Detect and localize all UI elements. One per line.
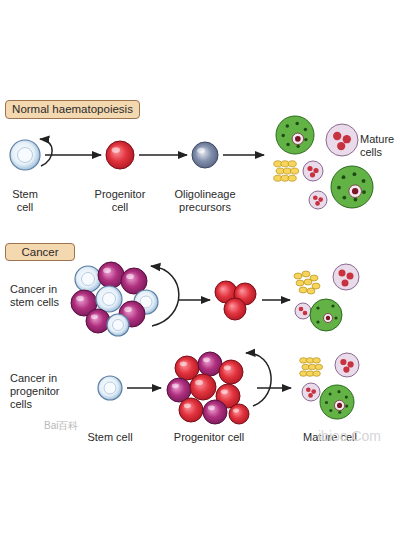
section-title: Cancer <box>21 246 58 259</box>
cell-label: Stem cell <box>5 188 45 214</box>
prog-cell <box>106 141 134 169</box>
green-cell <box>276 116 314 154</box>
green-cell <box>320 385 354 419</box>
stem-cell: Stem cell <box>9 139 41 171</box>
arrow-connector <box>127 387 161 389</box>
cell-shape <box>97 375 123 401</box>
self-renewal-arrow <box>40 139 52 166</box>
watermark: Bai百科 <box>44 420 104 432</box>
cell-label: Mature cells <box>360 133 400 159</box>
mature-cluster <box>294 264 359 331</box>
flow-arrow <box>262 299 290 301</box>
oligo-cell <box>192 142 218 168</box>
cell-shape <box>268 115 378 213</box>
purp-cell <box>86 309 110 333</box>
prog-cell <box>229 404 249 424</box>
cell-shape <box>9 139 41 171</box>
stem-cell <box>96 286 122 312</box>
cancer-stem-cluster: Cancer in stem cells <box>70 262 158 334</box>
mature-cell-cluster: Mature cells <box>268 115 378 213</box>
cell-label: Oligolineage precursors <box>170 188 240 214</box>
cell-shape <box>70 262 158 334</box>
cell-shape <box>191 141 219 169</box>
prog-cell <box>219 360 243 384</box>
yellow-cell <box>300 358 323 377</box>
section-label: Normal haematopoiesis <box>5 100 140 119</box>
arrow-connector <box>139 154 187 156</box>
cell-shape <box>165 352 253 424</box>
precursor-cell: Oligolineage precursors <box>191 141 219 169</box>
stem-cell <box>98 376 122 400</box>
progenitor-cell: Progenitor cell <box>105 140 135 170</box>
yellow-cell <box>274 161 299 181</box>
stem-cell <box>75 266 101 292</box>
stem-cell: Stem cell <box>97 375 123 401</box>
gran-cell <box>309 191 327 209</box>
cell-label: Progenitor cell <box>164 431 254 444</box>
flow-arrow <box>178 299 210 301</box>
cell-shape <box>105 140 135 170</box>
green-cell <box>331 166 373 208</box>
stem-cell <box>107 314 129 336</box>
watermark: ibioo.Com <box>318 428 398 444</box>
cancer-progenitor-cluster: Progenitor cell <box>165 352 253 424</box>
section-title: Normal haematopoiesis <box>12 103 133 116</box>
self-renewal-arrow <box>151 266 179 326</box>
cell-label: Stem cell <box>80 431 140 444</box>
gran-cell <box>302 383 320 401</box>
arrow-connector <box>257 387 291 389</box>
progenitor-cluster <box>215 281 256 320</box>
arrow-connector <box>223 154 264 156</box>
purp-cell <box>203 400 227 424</box>
section-label: Cancer <box>5 243 75 261</box>
purp-cell <box>98 262 124 288</box>
mature-cell-cluster: Mature cell <box>295 352 365 422</box>
self-renewal-arrow <box>246 353 271 406</box>
row-label: Cancer in progenitor cells <box>10 372 72 411</box>
arrow-connector <box>45 154 101 156</box>
prog-cell <box>179 398 203 422</box>
gran-cell <box>335 353 359 377</box>
cell-label: Progenitor cell <box>90 188 150 214</box>
purp-cell <box>198 352 222 376</box>
gran-cell <box>326 124 358 156</box>
cell-shape <box>295 352 365 422</box>
cell-label: Cancer in stem cells <box>10 283 68 309</box>
prog-cell <box>190 374 216 400</box>
stem-cell <box>10 140 40 170</box>
gran-cell <box>303 161 323 181</box>
